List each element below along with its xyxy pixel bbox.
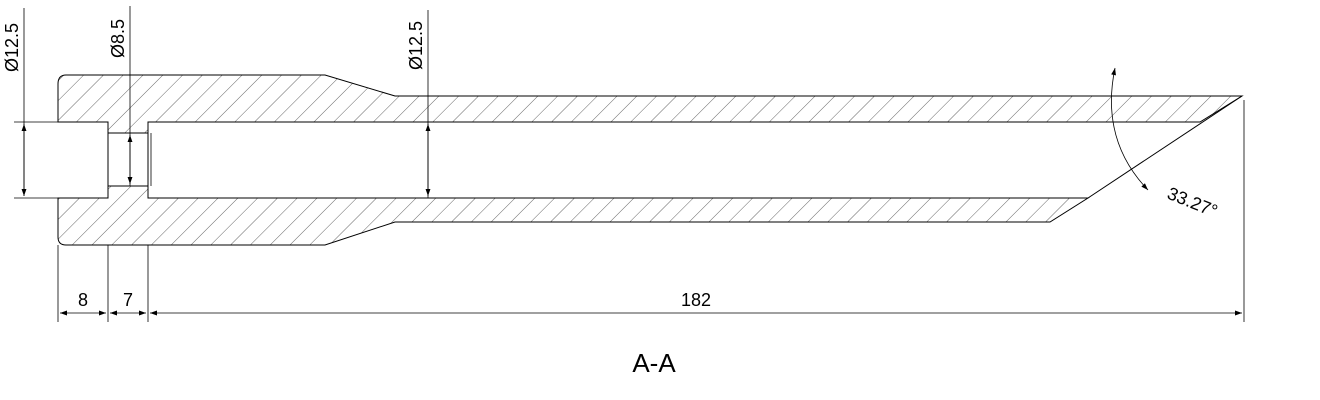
dim-tip-angle-label: 33.27° — [1165, 183, 1221, 221]
dim-length-3: 182 — [150, 290, 1242, 316]
length-extension-lines — [57, 100, 1245, 322]
dim-inner-diameter-small-label: Ø8.5 — [108, 19, 128, 58]
dim-length-1: 8 — [60, 290, 106, 316]
small-bore-step — [107, 132, 152, 187]
dim-length-3-label: 182 — [681, 290, 711, 310]
section-label: A-A — [632, 348, 676, 378]
dim-inner-diameter-bore: Ø12.5 — [406, 10, 431, 198]
dim-length-2: 7 — [110, 290, 146, 316]
lower-wall-section — [57, 185, 1090, 246]
dim-tip-angle: 33.27° — [1111, 67, 1221, 221]
dim-outer-diameter-left: Ø12.5 — [2, 8, 58, 199]
dim-outer-diameter-left-label: Ø12.5 — [2, 23, 22, 72]
dim-length-2-label: 7 — [123, 290, 133, 310]
upper-wall-section — [57, 74, 1244, 134]
dim-length-1-label: 8 — [78, 290, 88, 310]
dim-inner-diameter-small: Ø8.5 — [108, 6, 133, 186]
dim-inner-diameter-bore-label: Ø12.5 — [406, 21, 426, 70]
